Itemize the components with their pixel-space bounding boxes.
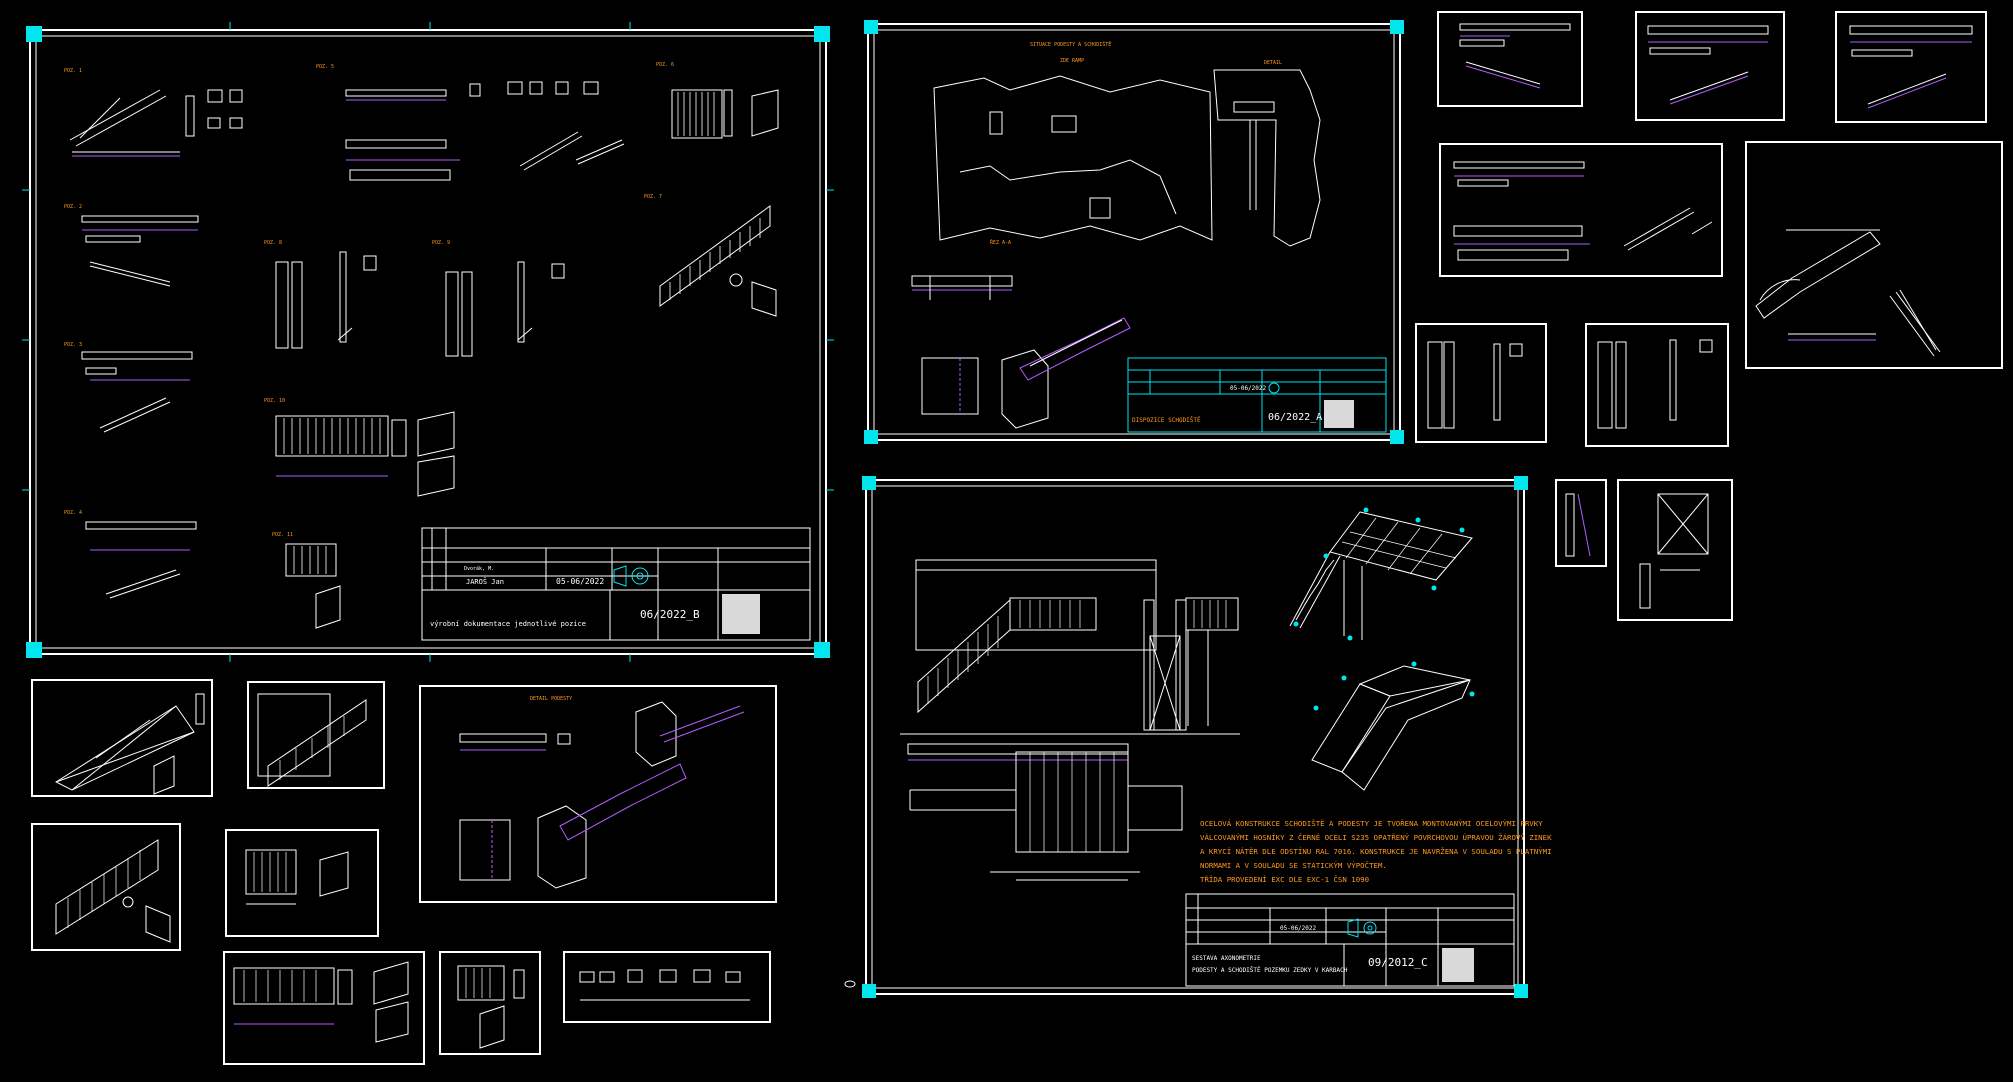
detail-sheet-r8[interactable] <box>1555 479 1607 567</box>
detail-sheet-l6[interactable] <box>223 951 425 1065</box>
detail-sheet-r9[interactable] <box>1617 479 1733 621</box>
svg-text:POZ. 7: POZ. 7 <box>644 194 662 200</box>
sheet-c-drawing-number: 09/2012_C <box>1368 956 1428 969</box>
detail-sheet-r1[interactable] <box>1437 11 1583 107</box>
detail-sheet-l7[interactable] <box>439 951 541 1055</box>
detail-sheet-r2[interactable] <box>1635 11 1785 121</box>
sheet-a-drawing-number: 06/2022_A <box>1268 412 1322 423</box>
sheet-c-note-2: VÁLCOVANÝMI HOSNÍKY Z ČERNÉ OCELI S235 O… <box>1200 833 1552 842</box>
sheet-c-description-2: PODESTY A SCHODIŠTĚ POZEMKU ZEDKY V KARB… <box>1192 966 1348 974</box>
detail-sheet-r7[interactable] <box>1585 323 1729 447</box>
sheet-b-drawing-number: 06/2022_B <box>640 608 700 621</box>
sheet-c[interactable]: OCELOVÁ KONSTRUKCE SCHODIŠTĚ A PODESTY J… <box>862 476 1552 998</box>
svg-text:POZ. 2: POZ. 2 <box>64 204 82 210</box>
title-block-a <box>1127 357 1387 433</box>
svg-text:ŘEZ A-A: ŘEZ A-A <box>990 238 1011 246</box>
sheet-b-drawn: JAROŠ Jan <box>466 577 504 586</box>
sheet-c-description-1: SESTAVA AXONOMETRIE <box>1192 955 1261 962</box>
detail-sheet-l2[interactable] <box>247 681 385 789</box>
svg-text:DETAIL PODESTY: DETAIL PODESTY <box>530 696 572 702</box>
svg-text:POZ. 6: POZ. 6 <box>656 62 674 68</box>
sheet-b-date: 05-06/2022 <box>556 577 604 586</box>
detail-sheet-l3[interactable]: DETAIL PODESTY <box>419 685 777 903</box>
svg-text:POZ. 10: POZ. 10 <box>264 398 285 404</box>
detail-sheet-r6[interactable] <box>1415 323 1547 443</box>
title-block-c <box>1185 893 1515 987</box>
sheet-b-description: výrobní dokumentace jednotlivé pozice <box>430 620 586 628</box>
sheet-a-description: DISPOZICE SCHODIŠTĚ <box>1132 416 1201 424</box>
sheet-a-date: 05-06/2022 <box>1230 385 1267 392</box>
sheet-c-note-4: NORMAMI A V SOULADU SE STATICKÝM VÝPOČTE… <box>1200 861 1387 870</box>
sheet-b-checked: Dvorák, M. <box>464 565 494 572</box>
svg-text:POZ. 3: POZ. 3 <box>64 342 82 348</box>
svg-text:POZ. 11: POZ. 11 <box>272 532 293 538</box>
title-block-b <box>421 527 811 641</box>
sheet-c-note-3: A KRYCÍ NÁTĚR DLE ODSTÍNU RAL 7016. KONS… <box>1200 847 1552 856</box>
svg-text:POZ. 5: POZ. 5 <box>316 64 334 70</box>
svg-text:SITUACE PODESTY A SCHODIŠTĚ: SITUACE PODESTY A SCHODIŠTĚ <box>1030 40 1111 48</box>
detail-sheet-r5[interactable] <box>1745 141 2003 369</box>
detail-sheet-l5[interactable] <box>225 829 379 937</box>
svg-text:ZDE RAMP: ZDE RAMP <box>1060 58 1084 64</box>
svg-text:POZ. 4: POZ. 4 <box>64 510 82 516</box>
svg-text:POZ. 1: POZ. 1 <box>64 68 82 74</box>
detail-sheet-r3[interactable] <box>1835 11 1987 123</box>
detail-sheet-l8[interactable] <box>563 951 771 1023</box>
svg-text:POZ. 9: POZ. 9 <box>432 240 450 246</box>
sheet-c-date: 05-06/2022 <box>1280 925 1317 932</box>
sheet-a[interactable]: SITUACE PODESTY A SCHODIŠTĚ ZDE RAMP DET… <box>864 20 1404 444</box>
sheet-c-note-5: TŘÍDA PROVEDENÍ EXC DLE EXC-1 ČSN 1090 <box>1200 875 1369 884</box>
svg-text:DETAIL: DETAIL <box>1264 60 1282 66</box>
sheet-c-note-1: OCELOVÁ KONSTRUKCE SCHODIŠTĚ A PODESTY J… <box>1200 819 1543 828</box>
detail-sheet-l1[interactable] <box>31 679 213 797</box>
svg-text:POZ. 8: POZ. 8 <box>264 240 282 246</box>
detail-sheet-r4[interactable] <box>1439 143 1723 277</box>
sheet-b[interactable]: POZ. 1 POZ. 2 POZ. 3 POZ. 4 POZ. 5 <box>22 22 834 662</box>
detail-sheet-l4[interactable] <box>31 823 181 951</box>
